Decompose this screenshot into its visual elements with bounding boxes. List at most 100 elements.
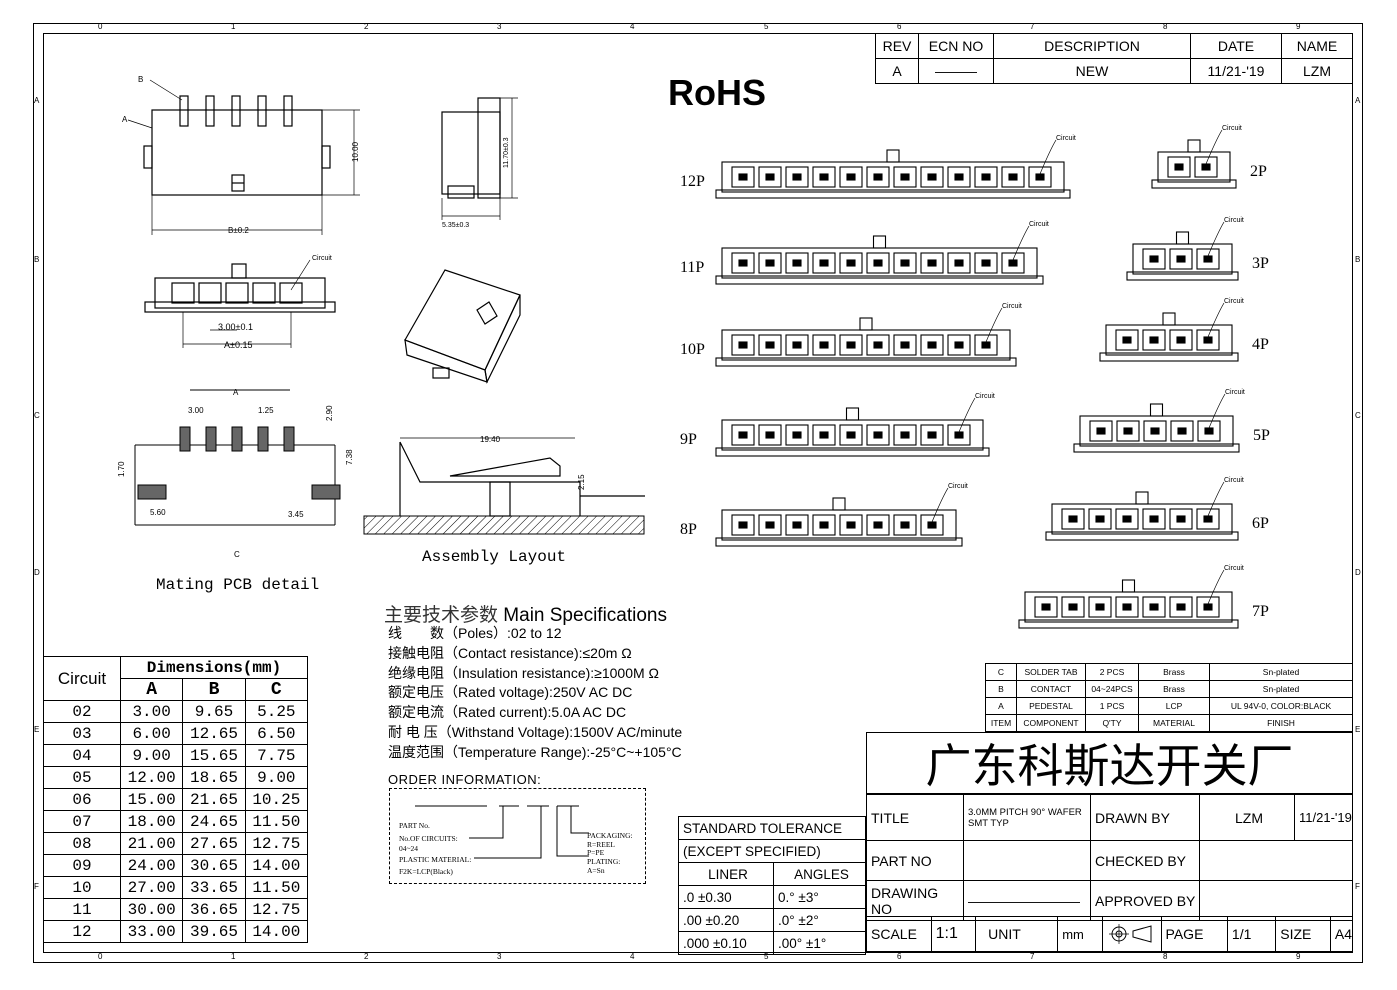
order-part-no: PART No. [399,821,430,830]
bom-cell: COMPONENT [1016,714,1086,732]
size-label: SIZE [1275,916,1331,952]
zone-col-label: 9 [1296,22,1301,31]
dim-cell: 12.75 [244,832,309,855]
dim-cell: 11 [43,898,121,921]
dim-cell: 6.50 [244,722,309,745]
dim-cell: 30.00 [119,898,184,921]
variant-circuit-label: Circuit [1222,125,1242,132]
variant-circuit-label: Circuit [975,393,995,400]
order-title: ORDER INFORMATION: [388,772,542,787]
drawn-value: LZM [1199,794,1295,841]
dim-side-w: 5.35±0.3 [442,222,469,229]
dim-a: A±0.15 [224,340,252,350]
order-circuits: No.OF CIRCUITS: [399,834,458,843]
size-value: A4 [1329,916,1354,952]
bom-cell: ITEM [985,714,1017,732]
tol-title2: (EXCEPT SPECIFIED) [678,839,866,863]
pcb-dim-pitch: 3.00 [188,406,204,415]
iso-view-drawing [404,269,521,384]
dim-cell: 12.75 [244,898,309,921]
dim-cell: 36.65 [182,898,246,921]
variant-circuit-label: Circuit [1224,217,1244,224]
order-lines: PART No. No.OF CIRCUITS: 04~24 PLASTIC M… [399,805,633,876]
dim-cell: 18.00 [119,810,184,833]
zone-row-label: A [1355,96,1361,105]
spec-line: 温度范围（Temperature Range):-25°C~+105°C [388,743,682,760]
title-block-bottom: SCALE 1:1 UNIT mm PAGE 1/1 SIZE A4 [866,916,1354,952]
zone-col-label: 6 [897,22,902,31]
pcb-dim-560: 5.60 [150,508,166,517]
page-label: PAGE [1160,916,1228,952]
zone-row-label: E [34,725,40,734]
dim-circuit-header: Circuit [43,656,121,701]
variant-label: 7P [1252,603,1269,620]
zone-row-label: D [1355,568,1361,577]
zone-row-label: C [1355,411,1361,420]
name-header: NAME [1281,33,1353,59]
tol-liner-header: LINER [678,862,774,886]
bom-cell: 2 PCS [1085,663,1139,681]
dim-cell: 12.65 [182,722,246,745]
spec-title-cn: 主要技术参数 [384,605,499,626]
bom-cell: Brass [1138,663,1210,681]
order-pe: P=PE [587,848,605,857]
variant-label: 6P [1252,515,1269,532]
dim-cell: 11.50 [244,876,309,899]
dim-cell: 27.65 [182,832,246,855]
dim-cell: 9.00 [119,744,184,767]
company-name: 广东科斯达开关厂 [866,732,1353,794]
title-block: TITLE 3.0MM PITCH 90° WAFER SMT TYP DRAW… [866,794,1353,921]
zone-col-label: 8 [1163,22,1168,31]
spec-title-en: Main Specifications [503,605,667,626]
tol-title1: STANDARD TOLERANCE [678,816,866,840]
rev-value: A [875,58,919,84]
assembly-drawing: 19.40 2.15 [363,435,645,535]
order-reel: R=REEL [587,840,615,849]
bom-cell: B [985,680,1017,698]
drawing-label: DRAWING NO [866,880,964,921]
zone-row-label: F [1355,882,1360,891]
dim-cell: 33.65 [182,876,246,899]
spec-line: 额定电流（Rated current):5.0A AC DC [388,704,627,721]
zone-row-label: A [34,96,40,105]
approved-label: APPROVED BY [1090,880,1200,921]
variant-label: 10P [680,341,705,358]
zone-row-label: E [1355,725,1361,734]
dim-cell: 24.00 [119,854,184,877]
projection-icon [1108,924,1152,944]
zone-col-label: 4 [630,22,635,31]
dim-cell: 14.00 [244,854,309,877]
zone-row-label: C [34,411,40,420]
dim-cell: 06 [43,788,121,811]
asm-dim-215: 2.15 [577,474,586,490]
sheet-outer-border [33,23,1363,963]
asm-dim-length: 19.40 [480,435,501,444]
pcb-detail-drawing: A 3.00 1.25 2.90 7.38 1.70 5.60 3.45 C [117,388,354,559]
rohs-mark: RoHS [668,72,766,113]
ecn-value: ——— [918,58,994,84]
zone-col-label: 2 [364,22,369,31]
order-circuits-range: 04~24 [399,844,418,853]
zone-col-label: 7 [1030,22,1035,31]
zone-col-label: 5 [764,22,769,31]
checked-value [1199,840,1353,881]
pcb-dim-170: 1.70 [117,461,126,477]
variant-circuit-label: Circuit [1225,389,1245,396]
zone-col-label: 0 [98,952,103,961]
zone-row-label: D [34,568,40,577]
title-value: 3.0MM PITCH 90° WAFER SMT TYP [963,794,1091,841]
variant-label: 8P [680,521,697,538]
revision-table: REV ECN NO DESCRIPTION DATE NAME A ——— N… [875,33,1353,84]
bom-cell: 1 PCS [1085,697,1139,715]
dim-cell: 24.65 [182,810,246,833]
variant-circuit-label: Circuit [1224,477,1244,484]
